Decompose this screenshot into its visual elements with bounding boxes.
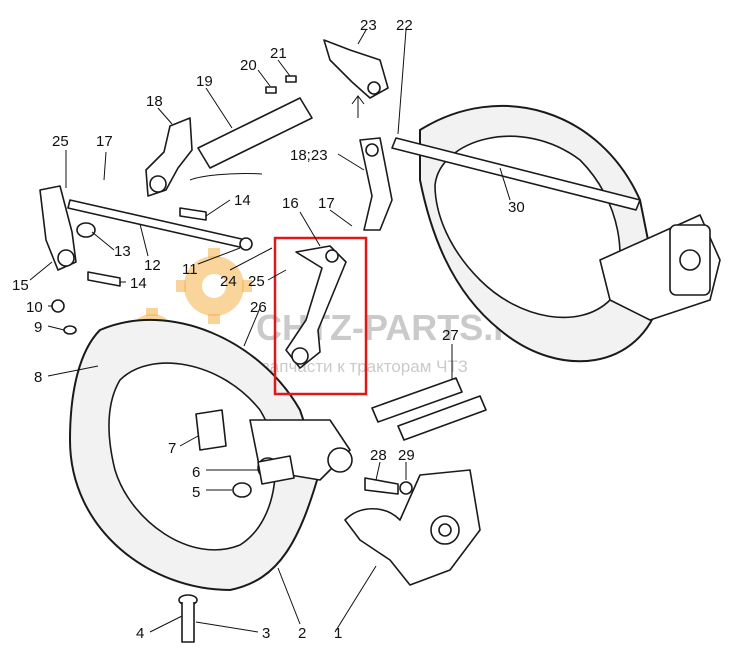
nut-10 — [51, 299, 65, 313]
lever-15 — [39, 185, 77, 271]
callout-21[interactable]: 21 — [270, 45, 287, 62]
callout-30[interactable]: 30 — [508, 199, 525, 216]
callout-17-right[interactable]: 17 — [318, 195, 335, 212]
brake-band-2 — [68, 319, 353, 592]
callout-28[interactable]: 28 — [370, 447, 387, 464]
lever-18 — [145, 117, 193, 197]
callout-27[interactable]: 27 — [442, 327, 459, 344]
callout-14-upper[interactable]: 14 — [234, 192, 251, 209]
callout-25-left[interactable]: 25 — [52, 133, 69, 150]
callout-24[interactable]: 24 — [220, 273, 237, 290]
callout-7[interactable]: 7 — [168, 440, 176, 457]
callout-20[interactable]: 20 — [240, 57, 257, 74]
callout-9[interactable]: 9 — [34, 319, 42, 336]
callout-18-23[interactable]: 18;23 — [290, 147, 328, 164]
callout-18[interactable]: 18 — [146, 93, 163, 110]
lever-18-23 — [359, 137, 393, 231]
callout-11[interactable]: 11 — [182, 261, 198, 278]
callout-3[interactable]: 3 — [262, 625, 270, 642]
callout-25-center[interactable]: 25 — [248, 273, 265, 290]
leader-lines — [29, 29, 511, 633]
callout-5[interactable]: 5 — [192, 484, 200, 501]
washer-5 — [232, 482, 252, 498]
bushing-6 — [257, 455, 295, 485]
nut-11 — [239, 237, 253, 251]
callout-22[interactable]: 22 — [396, 17, 413, 34]
callout-4[interactable]: 4 — [136, 625, 144, 642]
highlight-box — [273, 236, 368, 396]
callout-8[interactable]: 8 — [34, 369, 42, 386]
bolt-14b — [87, 271, 121, 287]
callout-16[interactable]: 16 — [282, 195, 299, 212]
callout-26[interactable]: 26 — [250, 299, 267, 316]
bracket-1 — [344, 469, 481, 586]
bolt-14 — [179, 207, 207, 221]
callout-1[interactable]: 1 — [334, 625, 342, 642]
lever-23 — [323, 39, 389, 99]
pins-27 — [371, 377, 487, 441]
callout-17-left[interactable]: 17 — [96, 133, 113, 150]
callout-29[interactable]: 29 — [398, 447, 415, 464]
callout-23[interactable]: 23 — [360, 17, 377, 34]
washer-13 — [76, 222, 96, 238]
rod-22 — [391, 137, 641, 211]
pin-20 — [265, 86, 277, 94]
bolt-4 — [178, 594, 198, 643]
callout-12[interactable]: 12 — [144, 257, 161, 274]
callout-14-lower[interactable]: 14 — [130, 275, 147, 292]
callout-13[interactable]: 13 — [114, 243, 131, 260]
washer-9 — [63, 325, 77, 335]
axle-19 — [197, 97, 313, 169]
callout-19[interactable]: 19 — [196, 73, 213, 90]
callout-6[interactable]: 6 — [192, 464, 200, 481]
callout-2[interactable]: 2 — [298, 625, 306, 642]
lever-16[interactable] — [285, 245, 347, 369]
pin-21 — [285, 75, 297, 83]
callout-10[interactable]: 10 — [26, 299, 43, 316]
pin-7 — [195, 409, 227, 451]
brake-band-30 — [419, 104, 721, 363]
callout-labels: 1 2 3 4 5 6 7 8 9 10 11 12 13 14 14 15 1… — [12, 17, 525, 642]
callout-15[interactable]: 15 — [12, 277, 29, 294]
